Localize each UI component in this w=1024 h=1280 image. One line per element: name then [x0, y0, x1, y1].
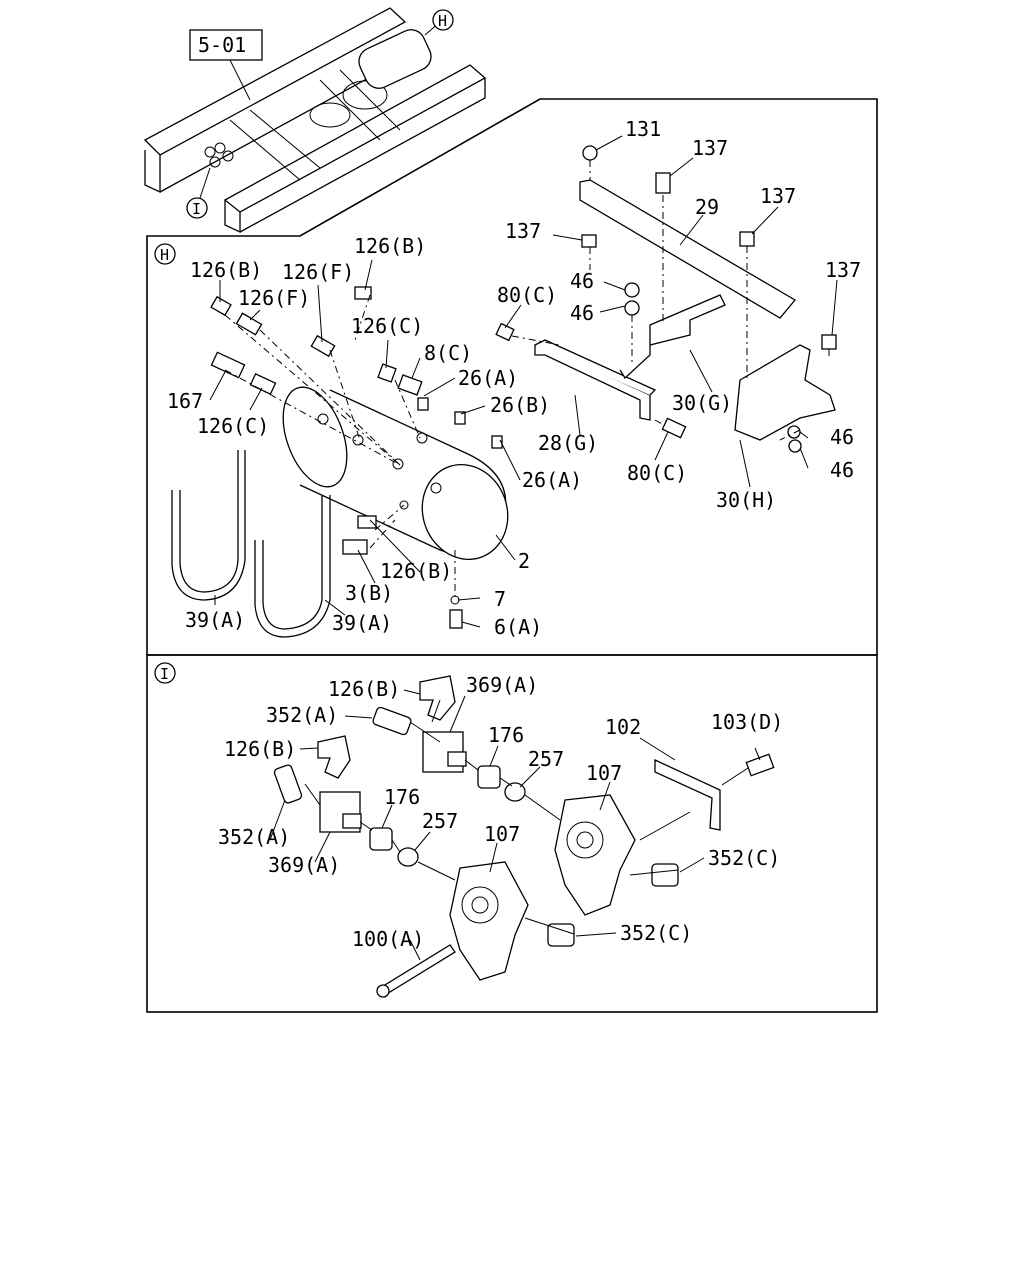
- section-h-marker-label: H: [160, 246, 169, 264]
- overview-marker-i: [186, 197, 208, 219]
- callout-h7: 26(A): [458, 366, 518, 390]
- callout-h18: 39(A): [332, 611, 392, 635]
- callout-b5: 29: [695, 195, 719, 219]
- callout-h5: 126(C): [351, 314, 423, 338]
- bolt-100a-icon: [379, 944, 456, 996]
- callout-i10: 176: [384, 785, 420, 809]
- callouts-bracket: 131 137 137 137 29 137 46 46 80(C) 30(G)…: [497, 117, 861, 512]
- crossmember-29: [579, 179, 796, 319]
- overview-marker-h-label: H: [438, 12, 447, 30]
- callout-i16: 352(C): [620, 921, 692, 945]
- callout-i8: 103(D): [711, 710, 783, 734]
- callout-b10: 30(G): [672, 391, 732, 415]
- tank-fittings: [210, 286, 503, 629]
- callout-i15: 352(C): [708, 846, 780, 870]
- callout-h1: 126(B): [190, 258, 262, 282]
- bracket-assembly: [495, 145, 837, 453]
- valve-assembly: [273, 675, 775, 998]
- valve-cluster-icon: [204, 142, 234, 168]
- callout-b11: 28(G): [538, 431, 598, 455]
- section-i-marker-label: I: [160, 665, 169, 683]
- callout-i17: 100(A): [352, 927, 424, 951]
- callout-i14: 369(A): [268, 853, 340, 877]
- fitting-176-b-icon: [369, 827, 393, 851]
- bolt-103d-icon: [745, 753, 775, 777]
- plug-352c-b-icon: [547, 923, 575, 947]
- section-h-marker: [154, 243, 176, 265]
- leader-lines: [209, 135, 838, 961]
- callout-i6: 257: [528, 747, 564, 771]
- callout-b15: 30(H): [716, 488, 776, 512]
- callout-i4: 126(B): [224, 737, 296, 761]
- callout-h10: 126(C): [197, 414, 269, 438]
- callout-h12: 2: [518, 549, 530, 573]
- callout-i12: 107: [484, 822, 520, 846]
- callout-i5: 176: [488, 723, 524, 747]
- callout-h9: 167: [167, 389, 203, 413]
- bolt-137b-icon: [581, 234, 597, 248]
- callout-i11: 257: [422, 809, 458, 833]
- overview-marker-i-label: I: [192, 200, 201, 218]
- section-i-marker: [154, 662, 176, 684]
- bolt-137d-icon: [821, 334, 837, 350]
- callout-b2: 137: [692, 136, 728, 160]
- reference-label: 5-01: [198, 33, 246, 57]
- section-i-frame: [146, 654, 878, 1013]
- elbow-126b-b-icon: [317, 735, 351, 779]
- callout-i7: 102: [605, 715, 641, 739]
- callout-b9: 80(C): [497, 283, 557, 307]
- washer-257-b-icon: [397, 847, 419, 867]
- callout-b13: 46: [830, 425, 854, 449]
- washer-257-icon: [504, 782, 526, 802]
- reference-box: [189, 29, 263, 61]
- callout-i1: 126(B): [328, 677, 400, 701]
- callout-b8: 46: [570, 301, 594, 325]
- callout-h17: 39(A): [185, 608, 245, 632]
- elbow-126b-icon: [419, 675, 456, 721]
- callout-b7: 46: [570, 269, 594, 293]
- callout-i9: 107: [586, 761, 622, 785]
- callout-h13: 126(B): [380, 559, 452, 583]
- callout-b14: 46: [830, 458, 854, 482]
- connector-352a-icon: [372, 706, 412, 736]
- overview-marker-h: [432, 9, 454, 31]
- callout-h15: 7: [494, 587, 506, 611]
- bolt-137c-icon: [739, 231, 755, 247]
- callout-h8: 26(B): [490, 393, 550, 417]
- callout-h4: 126(F): [238, 286, 310, 310]
- callout-i3: 352(A): [266, 703, 338, 727]
- u-hose-right: [254, 495, 331, 638]
- callout-h11: 26(A): [522, 468, 582, 492]
- callouts-h: 126(B) 126(B) 126(F) 126(F) 126(C) 8(C) …: [167, 234, 582, 639]
- chassis-overview: 5-01 H I: [143, 7, 487, 234]
- air-tank: [282, 386, 509, 560]
- u-hose-left: [171, 450, 246, 601]
- fitting-176-icon: [477, 765, 501, 789]
- callout-b1: 131: [625, 117, 661, 141]
- callout-h14: 3(B): [345, 581, 393, 605]
- plug-352c-icon: [651, 863, 679, 887]
- callout-b4: 137: [505, 219, 541, 243]
- callout-b12: 80(C): [627, 461, 687, 485]
- connector-352a-b-icon: [273, 764, 303, 804]
- callout-h3: 126(F): [282, 260, 354, 284]
- callout-h2: 126(B): [354, 234, 426, 258]
- callout-b3: 137: [760, 184, 796, 208]
- callout-i2: 369(A): [466, 673, 538, 697]
- callouts-i: 126(B) 369(A) 352(A) 126(B) 176 257 102 …: [218, 673, 783, 951]
- callout-h16: 6(A): [494, 615, 542, 639]
- callout-i13: 352(A): [218, 825, 290, 849]
- bracket-102-icon: [654, 758, 721, 831]
- callout-h6: 8(C): [424, 341, 472, 365]
- nut-131-icon: [582, 145, 598, 161]
- callout-b6: 137: [825, 258, 861, 282]
- bolt-137-icon: [655, 172, 671, 194]
